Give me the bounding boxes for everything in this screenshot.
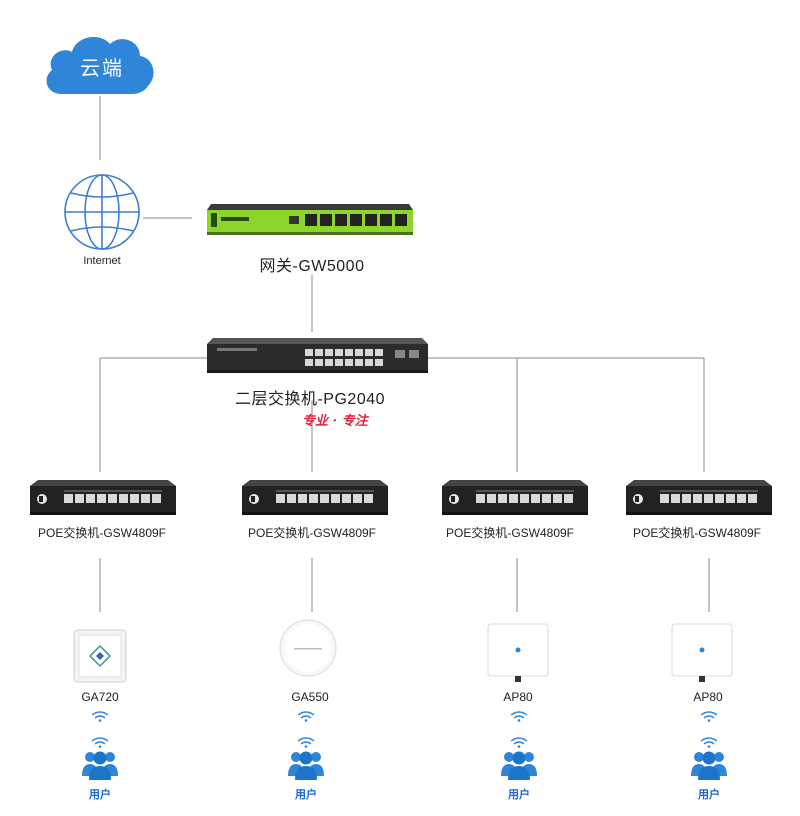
poe-switch-label: POE交换机-GSW4809F — [445, 526, 575, 540]
gateway-label: 网关-GW5000 — [259, 258, 365, 275]
users-icon — [82, 751, 118, 780]
wifi-icon — [510, 711, 528, 722]
user-label: 用户 — [89, 789, 111, 801]
wifi-icon — [700, 737, 718, 748]
ap-label: AP80 — [693, 690, 723, 704]
poe-switch-label: POE交换机-GSW4809F — [632, 526, 762, 540]
ap-label: AP80 — [503, 690, 533, 704]
ap-label: GA550 — [291, 690, 329, 704]
globe-icon — [64, 174, 140, 250]
watermark-text: 专业 · 专注 — [302, 414, 368, 429]
user-label: 用户 — [295, 789, 317, 801]
wifi-icon — [510, 737, 528, 748]
wifi-icon — [91, 711, 109, 722]
user-label: 用户 — [508, 789, 530, 801]
ap80-device — [671, 623, 733, 682]
user-label: 用户 — [698, 789, 720, 801]
core-switch-label: 二层交换机-PG2040 — [234, 391, 386, 408]
wifi-icon — [91, 737, 109, 748]
internet-label: Internet — [83, 255, 121, 267]
users-icon — [288, 751, 324, 780]
cloud-label: 云端 — [80, 58, 124, 80]
ga550-device — [279, 619, 337, 677]
poe-switch-label: POE交换机-GSW4809F — [247, 526, 377, 540]
poe-switch-device — [30, 480, 176, 515]
ga720-device — [73, 629, 127, 683]
poe-switch-device — [442, 480, 588, 515]
gateway-device — [207, 204, 413, 235]
poe-switch-label: POE交换机-GSW4809F — [37, 526, 167, 540]
wifi-icon — [700, 711, 718, 722]
core-switch-device — [207, 338, 428, 373]
users-icon — [501, 751, 537, 780]
wifi-icon — [297, 711, 315, 722]
poe-switch-device — [626, 480, 772, 515]
ap-label: GA720 — [81, 690, 119, 704]
poe-switch-device — [242, 480, 388, 515]
ap80-device — [487, 623, 549, 682]
wifi-icon — [297, 737, 315, 748]
users-icon — [691, 751, 727, 780]
cloud-icon — [46, 37, 154, 94]
